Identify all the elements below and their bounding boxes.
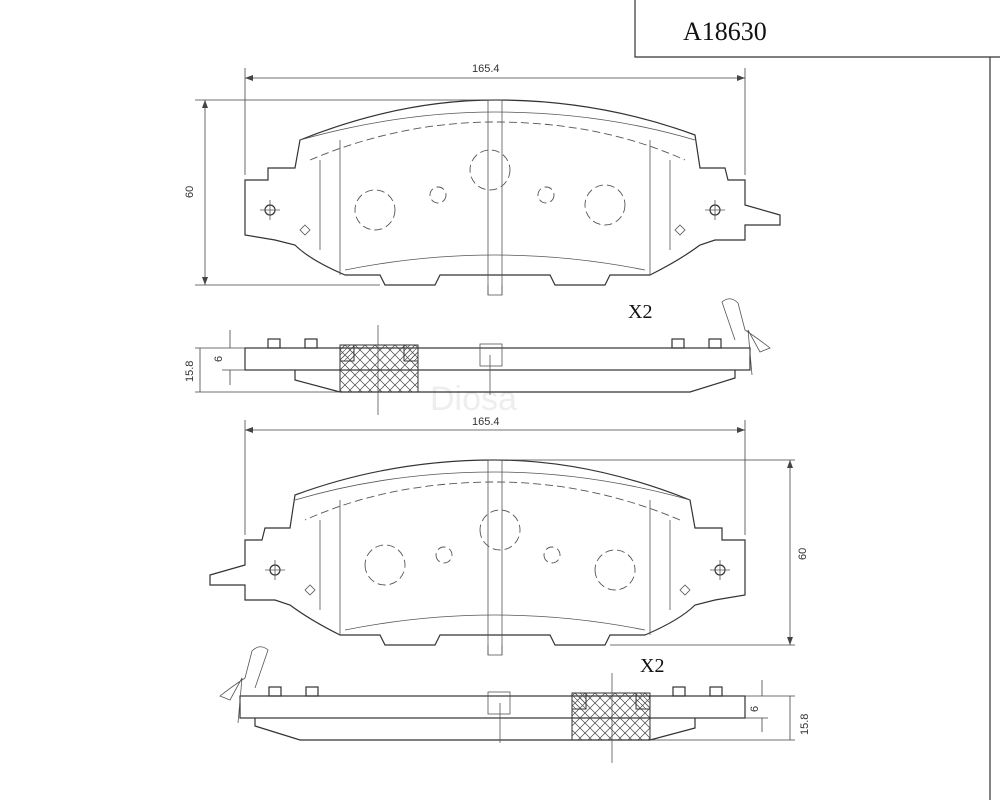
dim-height-top bbox=[195, 99, 485, 286]
part-number: A18630 bbox=[683, 17, 767, 46]
height-label-top: 60 bbox=[184, 186, 196, 198]
thickness-label-bottom: 15.8 bbox=[799, 714, 811, 735]
title-block bbox=[634, 0, 1000, 58]
quantity-label-top: X2 bbox=[628, 301, 652, 323]
width-label-top: 165.4 bbox=[472, 63, 500, 75]
dim-thickness-bottom bbox=[650, 680, 795, 741]
dim-width-bottom bbox=[244, 420, 746, 535]
dim-width-top bbox=[244, 68, 746, 175]
dim-thickness-top bbox=[195, 330, 340, 393]
front-view-bottom bbox=[209, 459, 746, 656]
watermark: Diosa bbox=[430, 380, 517, 418]
thickness-label-top: 15.8 bbox=[184, 361, 196, 382]
quantity-label-bottom: X2 bbox=[640, 655, 664, 677]
height-label-bottom: 60 bbox=[797, 548, 809, 560]
side-view-bottom bbox=[219, 646, 746, 764]
backing-label-top: 6 bbox=[213, 356, 225, 362]
dim-height-bottom bbox=[500, 459, 795, 646]
backing-label-bottom: 6 bbox=[749, 706, 761, 712]
front-view-top bbox=[244, 99, 781, 296]
width-label-bottom: 165.4 bbox=[472, 416, 500, 428]
